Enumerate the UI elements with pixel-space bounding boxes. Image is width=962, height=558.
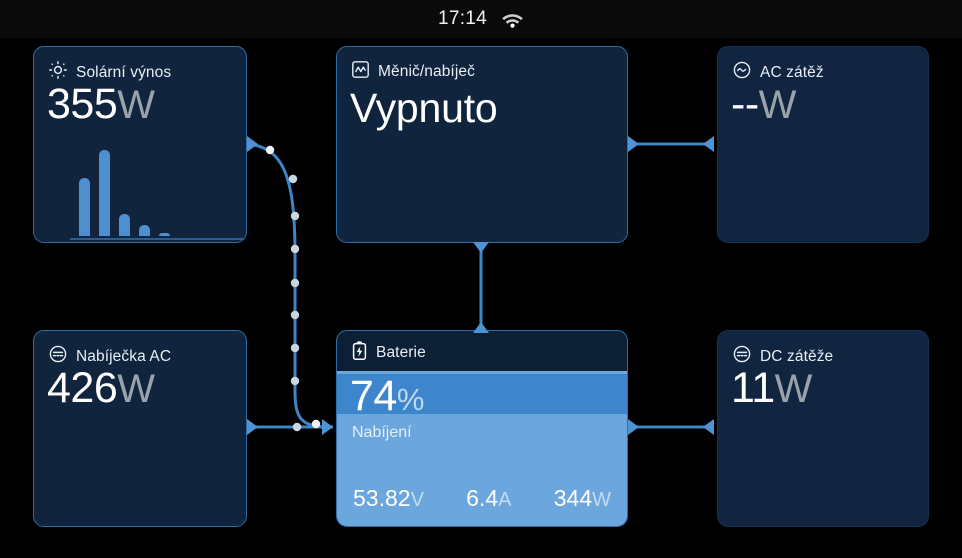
battery-card-header: Baterie	[337, 331, 627, 374]
card-battery[interactable]: Baterie 74% Nabíjení 53.82V 6.4A 344W	[336, 330, 628, 527]
battery-stat-unit: A	[498, 489, 512, 511]
card-inverter-charger[interactable]: Měnič/nabíječ Vypnuto	[336, 46, 628, 243]
sparkline-bar	[79, 178, 90, 236]
dc-icon	[49, 345, 67, 368]
battery-stat-value: 53.82	[353, 485, 411, 511]
clock: 17:14	[437, 8, 488, 29]
solar-card-header: Solární výnos	[34, 47, 246, 84]
battery-stat-value: 6.4	[466, 485, 499, 511]
battery-fill-dark	[337, 374, 627, 414]
charger-value-row: 426W	[34, 364, 246, 412]
flow-dots-solar	[265, 145, 321, 432]
sparkline-bar	[139, 225, 150, 236]
solar-value-row: 355W	[34, 80, 246, 128]
charger-unit: W	[117, 367, 155, 411]
battery-soc-row: 74%	[350, 372, 424, 421]
dcload-value: 11	[731, 364, 775, 412]
solar-sparkline-baseline	[70, 238, 246, 240]
dcload-value-row: 11W	[718, 364, 928, 412]
charger-value: 426	[47, 364, 118, 412]
card-dc-load[interactable]: DC zátěže 11W	[717, 330, 929, 527]
card-solar-yield[interactable]: Solární výnos 355W	[33, 46, 247, 243]
acload-unit: W	[758, 83, 797, 127]
wifi-icon	[501, 11, 524, 28]
sparkline-bar	[99, 150, 110, 236]
battery-state: Nabíjení	[352, 424, 412, 441]
inverter-card-header: Měnič/nabíječ	[337, 47, 627, 83]
inverter-card-title: Měnič/nabíječ	[378, 63, 475, 80]
solar-sparkline	[79, 136, 170, 236]
dcload-card-title: DC zátěže	[760, 347, 834, 365]
battery-stat-unit: W	[592, 489, 611, 511]
card-ac-load[interactable]: AC zátěž --W	[717, 46, 929, 243]
dcload-unit: W	[774, 367, 813, 411]
inverter-state: Vypnuto	[350, 85, 498, 131]
sparkline-bar	[119, 214, 130, 236]
sun-icon	[49, 61, 67, 84]
solar-unit: W	[117, 83, 155, 127]
acload-card-header: AC zátěž	[718, 47, 928, 84]
solar-value: 355	[47, 80, 118, 128]
acload-value-row: --W	[718, 80, 928, 128]
battery-soc-value: 74	[350, 372, 397, 420]
battery-stat-unit: V	[410, 489, 424, 511]
battery-stats-row: 53.82V 6.4A 344W	[337, 485, 627, 512]
battery-stat: 53.82V	[353, 485, 424, 512]
acload-value: --	[731, 80, 759, 128]
battery-charging-icon	[352, 340, 367, 365]
battery-soc-unit: %	[396, 382, 425, 417]
charger-card-header: Nabíječka AC	[34, 331, 246, 368]
card-ac-charger[interactable]: Nabíječka AC 426W	[33, 330, 247, 527]
battery-card-title: Baterie	[376, 343, 426, 361]
sparkline-bar	[159, 233, 170, 236]
charger-card-title: Nabíječka AC	[76, 347, 172, 365]
battery-stat: 344W	[554, 485, 611, 512]
ac-icon	[733, 61, 751, 84]
dcload-card-header: DC zátěže	[718, 331, 928, 368]
acload-card-title: AC zátěž	[760, 63, 824, 81]
wire-solar-to-battery	[246, 142, 331, 429]
solar-card-title: Solární výnos	[76, 63, 172, 81]
flow-arrows	[247, 136, 714, 435]
inverter-icon	[352, 61, 369, 83]
dc-icon	[733, 345, 751, 368]
status-bar: 17:14	[0, 0, 962, 38]
battery-stat: 6.4A	[466, 485, 511, 512]
battery-stat-value: 344	[553, 485, 593, 511]
